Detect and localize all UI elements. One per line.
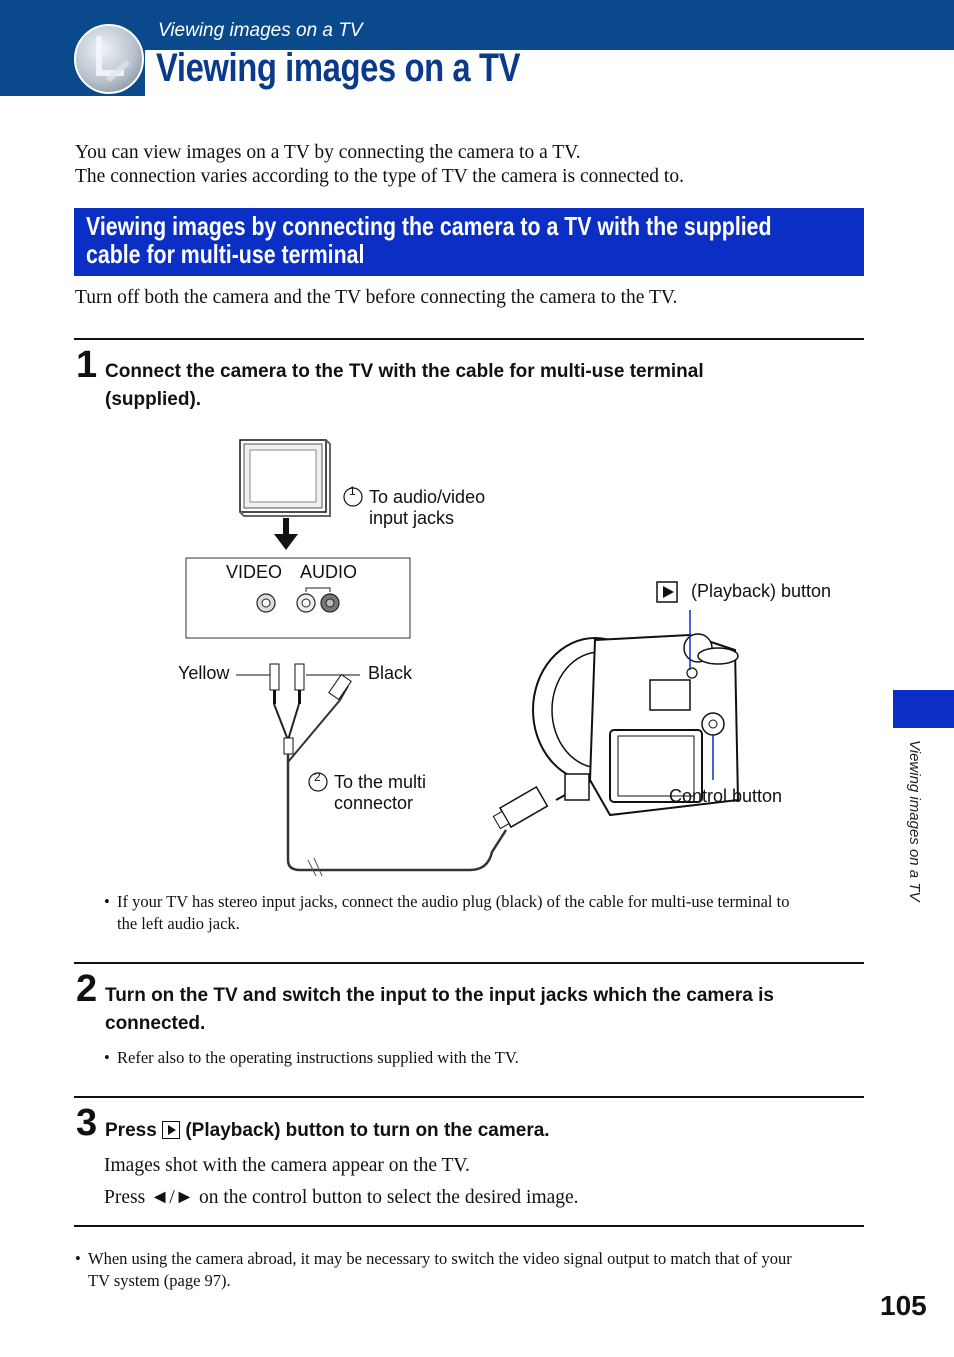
section-heading-bar <box>74 208 864 276</box>
playback-icon <box>162 1121 181 1139</box>
step-divider <box>74 962 864 964</box>
callout-2-marker <box>308 772 328 792</box>
step-text-line: Connect the camera to the TV with the ca… <box>105 361 704 382</box>
intro-line: The connection varies according to the t… <box>75 166 684 187</box>
header-band <box>0 0 954 50</box>
step-3-body: Press ◄/► on the control button to selec… <box>104 1187 579 1208</box>
down-arrow-icon <box>274 518 298 550</box>
step-number: 2 <box>76 968 98 1010</box>
callout-2-number: 2 <box>314 770 321 784</box>
footer-note: When using the camera abroad, it may be … <box>88 1248 868 1292</box>
section-heading: Viewing images by connecting the camera … <box>86 212 791 268</box>
callout-line: input jacks <box>369 508 455 528</box>
playback-button-icon <box>656 581 678 603</box>
note-bullet: • <box>75 1249 81 1268</box>
step-text-line: (supplied). <box>105 389 202 410</box>
section-lead: Turn off both the camera and the TV befo… <box>75 287 678 308</box>
step-divider <box>74 1096 864 1098</box>
callout-line: To audio/video <box>369 487 486 507</box>
step-3-body: Images shot with the camera appear on th… <box>104 1155 470 1176</box>
intro-line: You can view images on a TV by connectin… <box>75 142 581 163</box>
control-button-label: Control button <box>669 786 783 806</box>
note-bullet: • <box>104 1048 110 1067</box>
note-line: When using the camera abroad, it may be … <box>88 1249 792 1268</box>
yellow-plug-label: Yellow <box>178 663 230 683</box>
callout-multi-connector: To the multi connector <box>334 772 426 814</box>
chapter-tab <box>893 690 954 728</box>
section-end-divider <box>74 1225 864 1227</box>
step-number: 1 <box>76 344 98 386</box>
step-divider <box>74 338 864 340</box>
camera-icon <box>532 633 740 817</box>
callout-line: To the multi <box>334 772 427 792</box>
step-1-note: If your TV has stereo input jacks, conne… <box>117 891 867 935</box>
step-text-suffix: (Playback) button to turn on the camera. <box>185 1120 550 1141</box>
step-2-note: Refer also to the operating instructions… <box>117 1048 519 1067</box>
intro-text: You can view images on a TV by connectin… <box>75 141 684 189</box>
section-heading-line: Viewing images by connecting the camera … <box>86 211 772 241</box>
video-jack-label: VIDEO <box>226 562 283 582</box>
callout-1-number: 1 <box>349 484 356 498</box>
tv-connection-diagram <box>185 439 740 877</box>
playback-button-label: (Playback) button <box>691 581 832 601</box>
black-plug-label: Black <box>368 663 413 683</box>
note-line: TV system (page 97). <box>88 1271 231 1290</box>
callout-audio-video-jacks: To audio/video input jacks <box>369 487 485 529</box>
running-title: Viewing images on a TV <box>158 20 363 41</box>
audio-jacks-icon <box>296 587 340 613</box>
page-number: 105 <box>880 1290 927 1321</box>
step-3-instruction: Press (Playback) button to turn on the c… <box>105 1117 550 1145</box>
page-title: Viewing images on a TV <box>156 46 521 90</box>
section-heading-line: cable for multi-use terminal <box>86 239 365 269</box>
callout-1-marker <box>343 487 363 507</box>
note-bullet: • <box>104 892 110 911</box>
tv-chapter-icon <box>74 24 144 94</box>
note-line: If your TV has stereo input jacks, conne… <box>117 892 790 911</box>
step-1-instruction: Connect the camera to the TV with the ca… <box>105 358 865 414</box>
step-text-prefix: Press <box>105 1120 157 1141</box>
note-line: the left audio jack. <box>117 914 240 933</box>
step-number: 3 <box>76 1102 98 1144</box>
callout-line: connector <box>334 793 414 813</box>
tv-icon <box>239 439 331 517</box>
video-jack-icon <box>256 593 276 613</box>
audio-jack-label: AUDIO <box>300 562 358 582</box>
step-text-line: Turn on the TV and switch the input to t… <box>105 985 774 1006</box>
sidebar-label: Viewing images on a TV <box>906 740 923 902</box>
step-text-line: connected. <box>105 1013 206 1034</box>
av-cable-icon <box>236 663 586 877</box>
step-2-instruction: Turn on the TV and switch the input to t… <box>105 982 865 1038</box>
